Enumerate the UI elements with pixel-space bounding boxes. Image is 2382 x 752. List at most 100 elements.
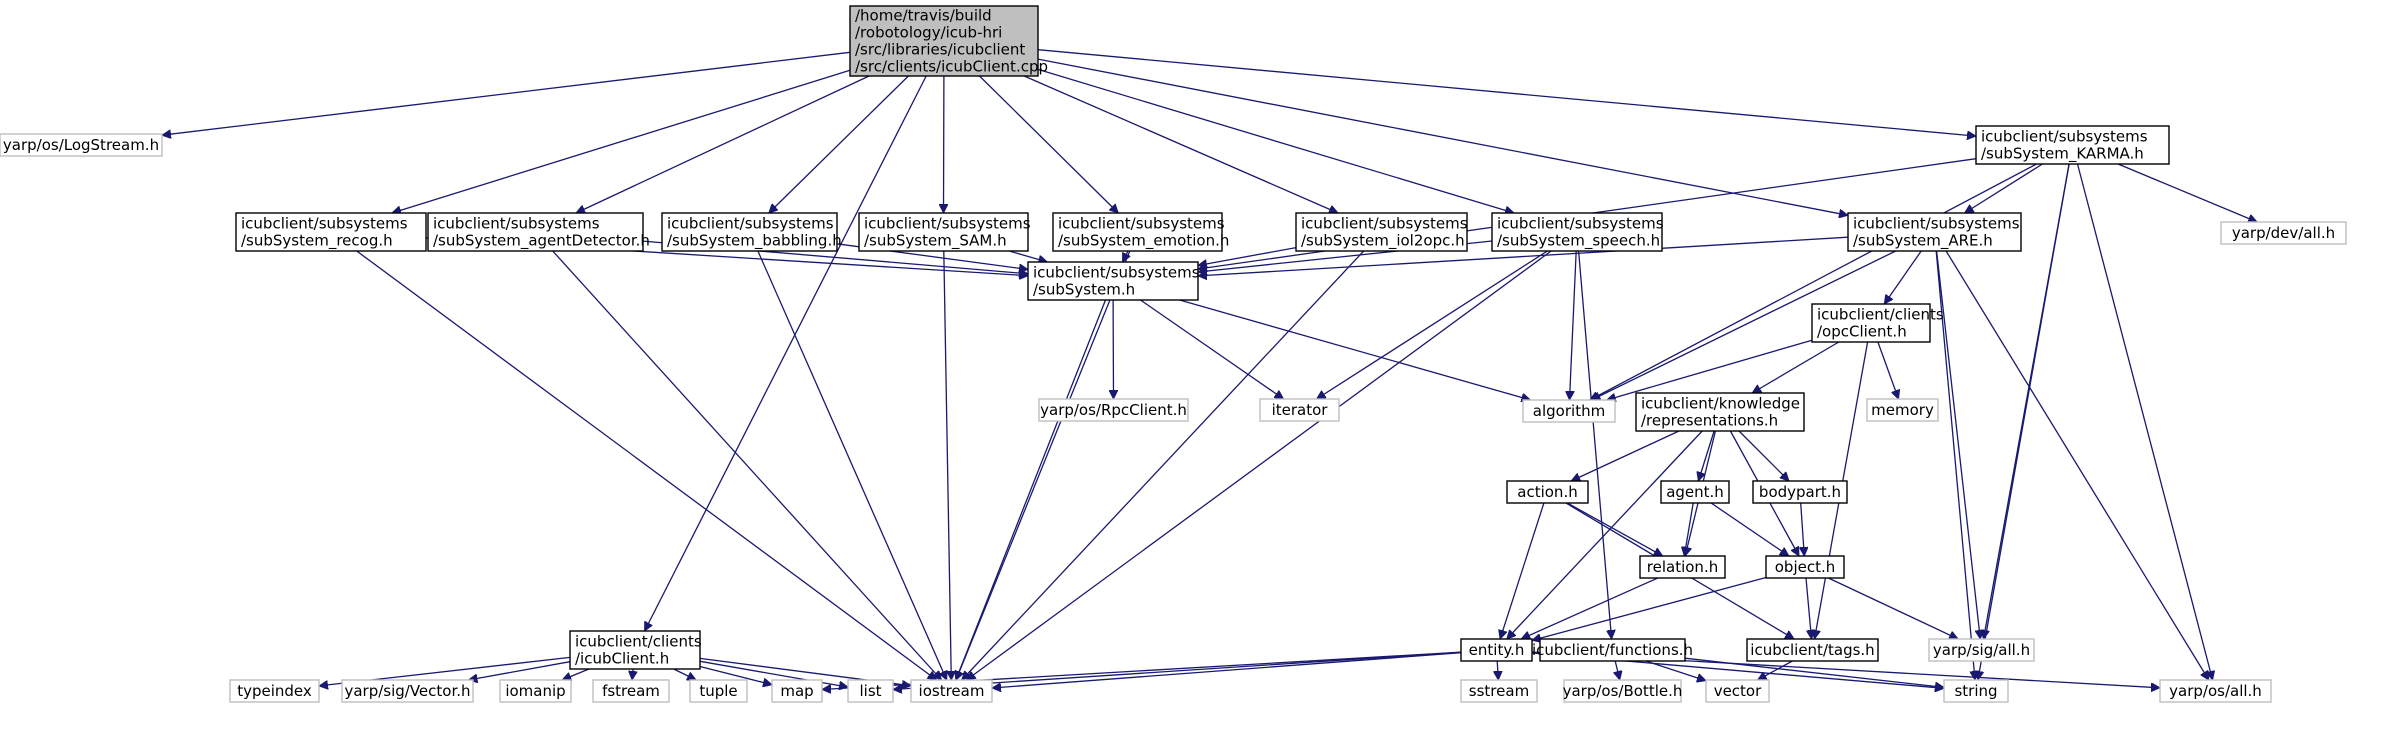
node-functions[interactable]: icubclient/functions.h — [1532, 638, 1693, 662]
node-babbling[interactable]: icubclient/subsystems/subSystem_babbling… — [661, 212, 842, 252]
node-recog[interactable]: icubclient/subsystems/subSystem_recog.h — [235, 212, 427, 252]
edge-root-to-karma — [1037, 49, 1976, 136]
node-logstream: yarp/os/LogStream.h — [0, 133, 163, 157]
edge-knowledge-to-agent — [1698, 430, 1715, 481]
edge-tags-to-vector — [1758, 660, 1793, 681]
edge-opcclient-to-algorithm — [1607, 339, 1813, 400]
node-agentdet-label-line: /subSystem_agentDetector.h — [433, 231, 650, 250]
node-action-label-line: action.h — [1517, 483, 1577, 501]
node-opcclient-box — [1811, 303, 1931, 343]
node-bodypart[interactable]: bodypart.h — [1752, 480, 1848, 504]
node-emotion[interactable]: icubclient/subsystems/subSystem_emotion.… — [1052, 212, 1229, 252]
node-memory-box — [1866, 398, 1939, 422]
edge-icubclienth-to-list — [699, 660, 848, 687]
node-agent[interactable]: agent.h — [1660, 480, 1730, 504]
edge-karma-to-osall — [2076, 163, 2213, 680]
node-subsystem-label-line: icubclient/subsystems — [1033, 263, 1200, 281]
edge-karma-to-string — [1978, 163, 2070, 680]
node-memory-label-line: memory — [1871, 401, 1934, 419]
node-tuple-box — [689, 679, 748, 703]
edge-subsystem-to-iterator — [1140, 299, 1284, 399]
node-osall-label-line: yarp/os/all.h — [2169, 682, 2262, 700]
edge-root-to-icubclienth — [644, 75, 927, 631]
node-iomanip: iomanip — [499, 679, 572, 703]
node-root-label-line: /src/libraries/icubclient — [855, 40, 1025, 58]
node-devall-box — [2220, 221, 2347, 245]
node-rpcclient-label-line: yarp/os/RpcClient.h — [1040, 401, 1187, 419]
edge-entity-to-iostream — [992, 652, 1462, 688]
node-subsystem-label-line: /subSystem.h — [1033, 280, 1135, 298]
node-action[interactable]: action.h — [1506, 480, 1589, 504]
edge-are-to-sigall — [1935, 250, 1981, 639]
node-subsystem[interactable]: icubclient/subsystems/subSystem.h — [1027, 261, 1200, 301]
node-sstream-box — [1460, 679, 1538, 703]
edge-babbling-to-iostream — [757, 250, 947, 680]
node-iol2opc-box — [1295, 212, 1468, 252]
node-root[interactable]: /home/travis/build/robotology/icub-hri/s… — [849, 5, 1048, 77]
node-root-label-line: /src/clients/icubClient.cpp — [855, 57, 1048, 75]
edge-root-to-babbling — [769, 75, 909, 213]
edge-speech-to-functions — [1577, 250, 1612, 639]
edge-functions-to-string — [1684, 657, 1944, 687]
node-sigvector-label-line: yarp/sig/Vector.h — [344, 682, 470, 700]
node-list-box — [847, 679, 894, 703]
node-agentdet-label-line: icubclient/subsystems — [433, 214, 600, 232]
node-icubclienth[interactable]: icubclient/clients/icubClient.h — [569, 630, 702, 670]
node-tuple-label-line: tuple — [699, 682, 737, 700]
edge-agent-to-relation — [1684, 502, 1694, 556]
node-functions-label-line: icubclient/functions.h — [1532, 641, 1693, 659]
node-sam[interactable]: icubclient/subsystems/subSystem_SAM.h — [858, 212, 1031, 252]
edge-object-to-tags — [1805, 577, 1812, 639]
node-opcclient-label-line: /opcClient.h — [1817, 322, 1907, 340]
node-bottle: yarp/os/Bottle.h — [1563, 679, 1682, 703]
node-iterator-box — [1259, 398, 1340, 422]
node-osall: yarp/os/all.h — [2159, 679, 2272, 703]
node-speech[interactable]: icubclient/subsystems/subSystem_speech.h — [1491, 212, 1664, 252]
node-map-label-line: map — [780, 682, 813, 700]
node-knowledge-label-line: /representations.h — [1641, 411, 1778, 429]
node-string-box — [1943, 679, 2009, 703]
node-icubclienth-box — [569, 630, 701, 670]
node-agentdet[interactable]: icubclient/subsystems/subSystem_agentDet… — [427, 212, 650, 252]
node-opcclient-label-line: icubclient/clients — [1817, 305, 1944, 323]
node-vector-box — [1705, 679, 1770, 703]
edge-root-to-iol2opc — [1023, 75, 1338, 213]
node-iomanip-label-line: iomanip — [505, 682, 565, 700]
node-functions-box — [1539, 638, 1686, 662]
edge-knowledge-to-bodypart — [1738, 430, 1789, 481]
node-object[interactable]: object.h — [1765, 555, 1845, 579]
edge-subsystem-to-iostream — [956, 299, 1107, 680]
node-algorithm: algorithm — [1522, 399, 1616, 423]
node-sigall-box — [1928, 638, 2035, 662]
node-relation[interactable]: relation.h — [1639, 555, 1726, 579]
node-icubclienth-label-line: icubclient/clients — [575, 632, 702, 650]
node-are[interactable]: icubclient/subsystems/subSystem_ARE.h — [1847, 212, 2022, 252]
edge-emotion-to-iostream — [956, 250, 1131, 680]
node-icubclienth-label-line: /icubClient.h — [575, 649, 669, 667]
node-karma[interactable]: icubclient/subsystems/subSystem_KARMA.h — [1975, 125, 2170, 165]
node-tags[interactable]: icubclient/tags.h — [1746, 638, 1879, 662]
edge-knowledge-to-action — [1571, 430, 1680, 481]
node-speech-box — [1491, 212, 1663, 252]
edge-are-to-subsystem — [1198, 236, 1849, 276]
node-entity[interactable]: entity.h — [1460, 638, 1533, 662]
edge-bodypart-to-object — [1801, 502, 1805, 556]
node-iomanip-box — [499, 679, 572, 703]
node-entity-box — [1460, 638, 1533, 662]
node-iterator-label-line: iterator — [1272, 401, 1329, 419]
node-recog-box — [235, 212, 427, 252]
node-sigall: yarp/sig/all.h — [1928, 638, 2035, 662]
edge-action-to-entity — [1500, 502, 1545, 639]
node-string-label-line: string — [1954, 682, 1997, 700]
edge-opcclient-to-knowledge — [1752, 341, 1840, 394]
node-knowledge[interactable]: icubclient/knowledge/representations.h — [1635, 392, 1805, 432]
edge-object-to-entity — [1532, 576, 1767, 641]
edge-are-to-algorithm — [1592, 250, 1896, 401]
edge-sam-to-subsystem — [1009, 250, 1047, 262]
node-sam-label-line: icubclient/subsystems — [864, 214, 1031, 232]
node-iol2opc[interactable]: icubclient/subsystems/subSystem_iol2opc.… — [1295, 212, 1468, 252]
edge-opcclient-to-memory — [1877, 341, 1899, 399]
node-opcclient[interactable]: icubclient/clients/opcClient.h — [1811, 303, 1944, 343]
edge-karma-to-are — [1965, 163, 2043, 214]
node-map-box — [771, 679, 823, 703]
